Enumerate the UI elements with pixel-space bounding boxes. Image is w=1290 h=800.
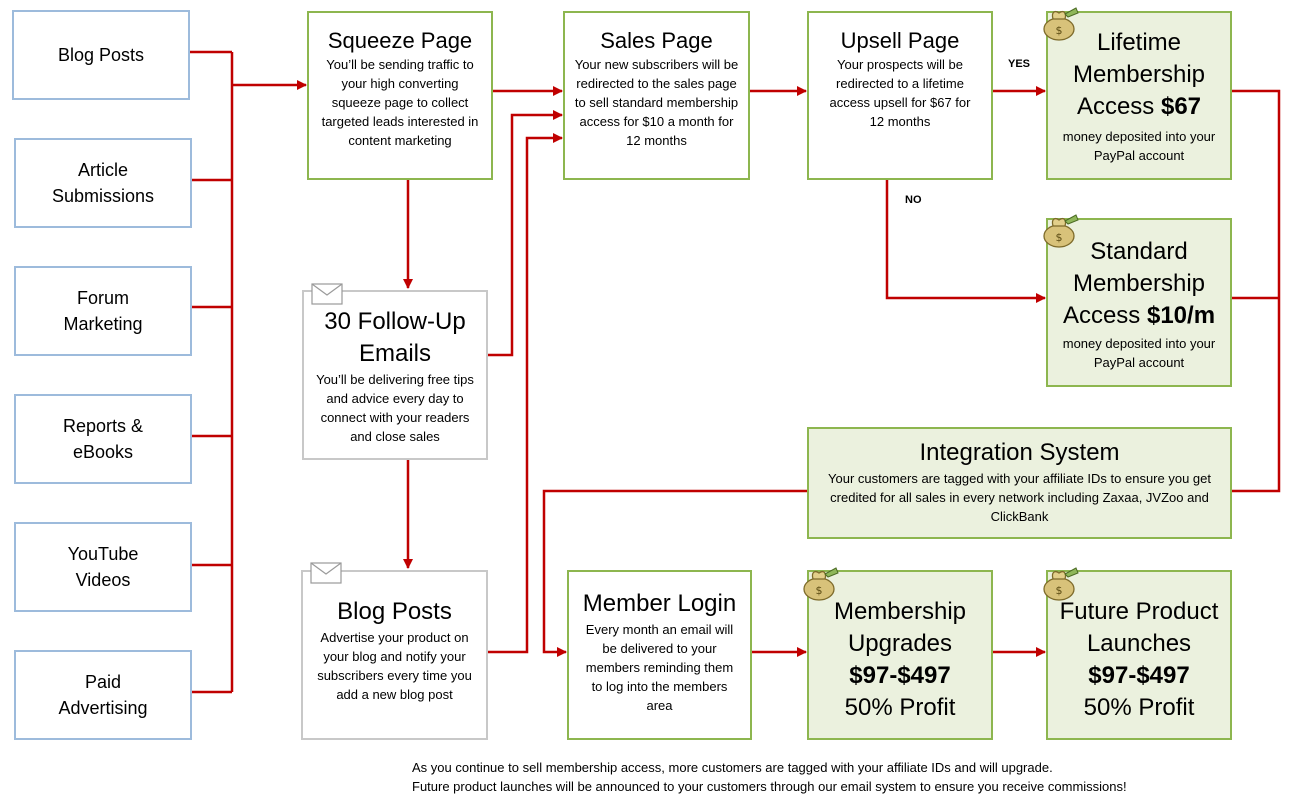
source-label: Forum Marketing [63,288,143,334]
svg-text:$: $ [1056,231,1063,244]
launches-title: Future Product Launches [1059,598,1219,657]
followup-desc: You’ll be delivering free tips and advic… [316,372,474,444]
followup-emails-box: 30 Follow-Up Emails You’ll be delivering… [302,290,488,460]
upgrades-price: $97-$497 [849,662,951,689]
svg-text:$: $ [816,584,823,597]
squeeze-page-desc: You’ll be sending traffic to your high c… [321,57,479,148]
squeeze-page-title: Squeeze Page [327,28,473,53]
launches-profit: 50% Profit [1083,694,1195,721]
integration-title: Integration System [919,439,1120,466]
footer-note: As you continue to sell membership acces… [412,758,1127,796]
money-bag-icon: $ [803,567,839,601]
source-paid-advertising: Paid Advertising [14,650,192,740]
lifetime-price: $67 [1160,93,1202,120]
source-label: YouTube Videos [67,544,139,590]
membership-upgrades-box: Membership Upgrades $97-$497 50% Profit [807,570,993,740]
source-label: Blog Posts [57,45,145,65]
upgrades-profit: 50% Profit [844,694,956,721]
lifetime-desc: money deposited into your PayPal account [1062,129,1216,163]
integration-system-box: Integration System Your customers are ta… [807,427,1232,539]
arrow-integration-login [542,489,808,657]
no-label: NO [905,194,922,206]
arrow-blog-sales [488,133,563,654]
upsell-page-desc: Your prospects will be redirected to a l… [829,57,971,129]
envelope-icon [310,562,342,584]
integration-desc: Your customers are tagged with your affi… [828,471,1211,524]
future-launches-box: Future Product Launches $97-$497 50% Pro… [1046,570,1232,740]
standard-membership-box: Standard Membership Access $10/m money d… [1046,218,1232,387]
upsell-page-title: Upsell Page [840,28,960,53]
sales-page-desc: Your new subscribers will be redirected … [574,57,739,148]
source-reports-ebooks: Reports & eBooks [14,394,192,484]
source-article-submissions: Article Submissions [14,138,192,228]
lifetime-access-label: Access [1076,93,1155,120]
source-forum-marketing: Forum Marketing [14,266,192,356]
member-login-title: Member Login [582,590,737,617]
followup-title: 30 Follow-Up Emails [324,308,466,367]
source-label: Paid Advertising [58,672,148,718]
blog-posts-desc: Advertise your product on your blog and … [317,630,472,702]
footer-line-1: As you continue to sell membership acces… [412,760,1053,775]
standard-desc: money deposited into your PayPal account [1062,336,1216,370]
squeeze-page-box: Squeeze Page You’ll be sending traffic t… [307,11,493,180]
money-bag-icon: $ [1043,567,1079,601]
standard-price: $10/m [1146,302,1216,329]
upgrades-title: Membership Upgrades [833,598,967,657]
blog-posts-box: Blog Posts Advertise your product on you… [301,570,488,740]
envelope-icon [311,283,343,305]
arrow-lifetime-integration [1232,89,1281,493]
source-youtube-videos: YouTube Videos [14,522,192,612]
standard-title: Standard Membership [1072,238,1206,297]
svg-text:$: $ [1056,584,1063,597]
lifetime-membership-box: Lifetime Membership Access $67 money dep… [1046,11,1232,180]
svg-text:$: $ [1056,24,1063,37]
source-blog-posts: Blog Posts [12,10,190,100]
money-bag-icon: $ [1043,214,1079,248]
yes-label: YES [1008,58,1031,70]
source-label: Reports & eBooks [62,416,144,462]
member-login-desc: Every month an email will be delivered t… [585,622,734,713]
sales-page-title: Sales Page [600,28,713,53]
arrow-followup-sales [488,110,563,357]
blog-posts-title: Blog Posts [337,598,452,625]
upsell-page-box: Upsell Page Your prospects will be redir… [807,11,993,180]
arrow-upsell-standard [885,180,1046,303]
money-bag-icon: $ [1043,7,1079,41]
standard-access-label: Access [1062,302,1141,329]
sales-page-box: Sales Page Your new subscribers will be … [563,11,750,180]
member-login-box: Member Login Every month an email will b… [567,570,752,740]
lifetime-title: Lifetime Membership [1072,29,1206,88]
source-label: Article Submissions [51,160,155,206]
footer-line-2: Future product launches will be announce… [412,779,1127,794]
launches-price: $97-$497 [1088,662,1190,689]
